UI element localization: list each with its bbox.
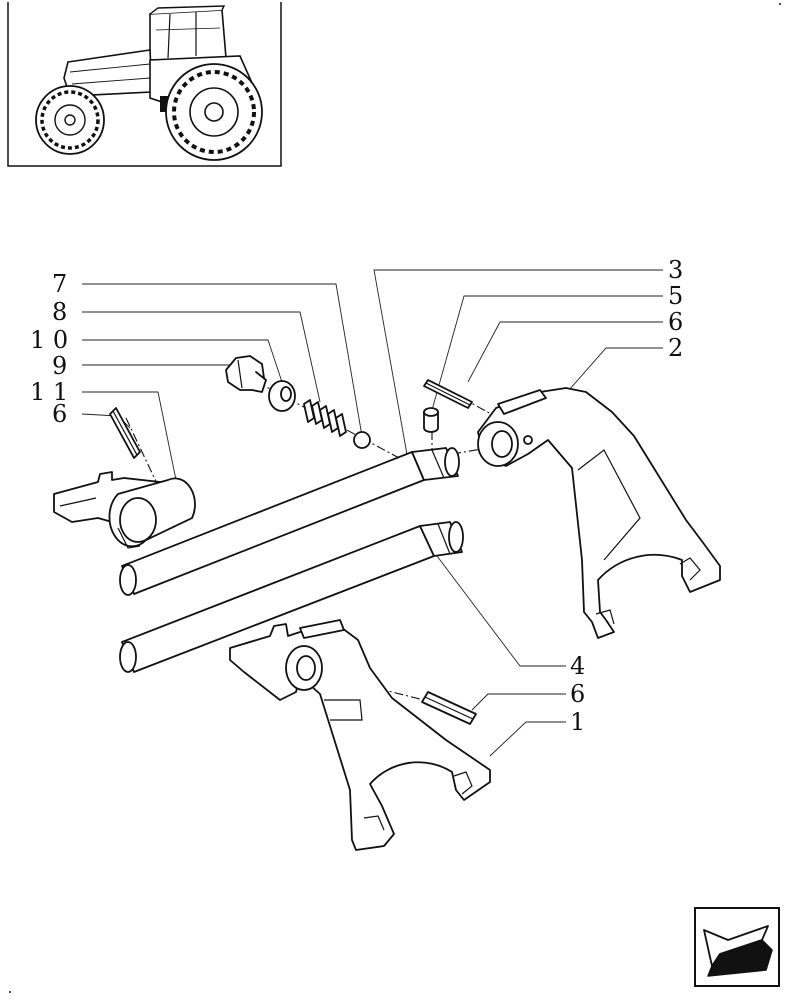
callout-9: 9 xyxy=(52,352,67,380)
callout-8: 8 xyxy=(52,298,67,326)
fork-part-2 xyxy=(477,387,721,639)
tractor-thumbnail-icon xyxy=(7,2,282,167)
next-page-arrow-icon[interactable] xyxy=(694,907,780,987)
plug-part-9 xyxy=(225,355,267,393)
callout-3: 3 xyxy=(668,256,683,284)
dowel-pin-part-5 xyxy=(423,407,439,433)
leader-lines xyxy=(81,269,663,757)
callout-4: 4 xyxy=(570,652,585,680)
fork-part-1 xyxy=(229,619,491,851)
callout-5: 5 xyxy=(668,282,683,310)
callout-11: 1 1 xyxy=(30,378,68,406)
selector-part-11 xyxy=(53,471,196,549)
shaft-part-3 xyxy=(119,447,460,596)
ball-part-7 xyxy=(353,431,371,449)
roll-pin-part-6-b xyxy=(423,379,473,409)
callout-6-right: 6 xyxy=(668,308,683,336)
spring-part-8 xyxy=(303,399,347,437)
roll-pin-part-6-c xyxy=(421,691,477,725)
washer-part-10 xyxy=(268,380,296,412)
callout-6-left: 6 xyxy=(52,400,67,428)
callout-1: 1 xyxy=(570,708,585,736)
callout-10: 1 0 xyxy=(30,326,68,354)
callout-2: 2 xyxy=(668,334,683,362)
shaft-part-4 xyxy=(119,521,464,673)
callout-7: 7 xyxy=(52,270,67,298)
callout-6-lower: 6 xyxy=(570,680,585,708)
roll-pin-part-6-a xyxy=(109,407,141,459)
callout-labels: 7 8 1 0 9 1 1 6 3 5 6 2 4 6 1 xyxy=(30,256,683,736)
